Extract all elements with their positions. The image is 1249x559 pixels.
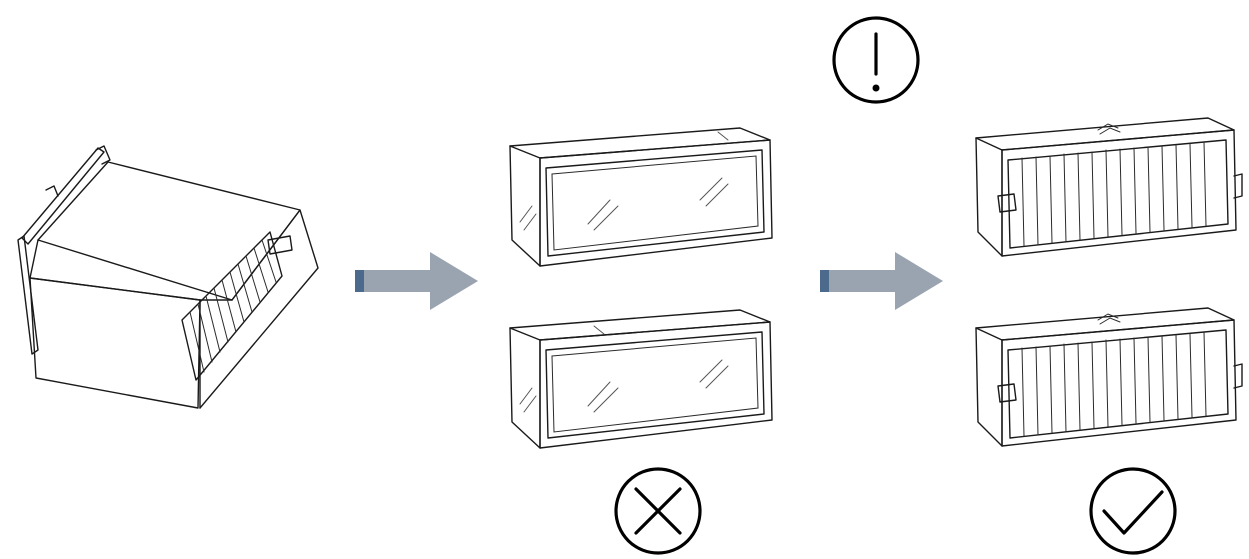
filter-unwrapped-icon xyxy=(975,117,1243,447)
filter-wrapped-top xyxy=(509,127,773,267)
filter-with-plastic-wrap-icon xyxy=(509,127,773,449)
filter-unwrapped-bottom xyxy=(975,307,1243,447)
x-circle-icon xyxy=(614,467,702,555)
arrow-right-icon xyxy=(355,252,478,310)
filter-wrapped-bottom xyxy=(509,309,773,449)
filter-unwrapped-top xyxy=(975,117,1243,257)
air-purifier-housing-icon xyxy=(17,145,319,409)
exclamation-circle-icon xyxy=(832,16,920,104)
check-circle-icon xyxy=(1089,467,1177,555)
arrow-right-icon xyxy=(820,252,943,310)
